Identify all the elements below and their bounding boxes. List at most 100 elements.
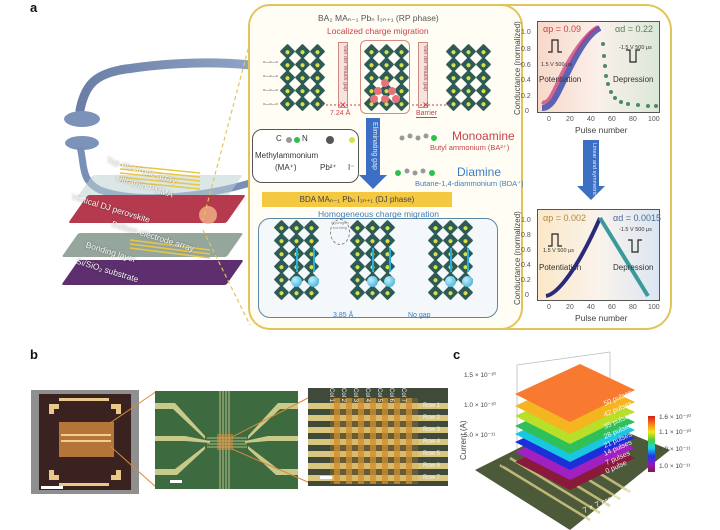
col-label: Col 7 [400, 388, 406, 403]
colorbar [648, 416, 655, 472]
rp-pot-pulse: 1.5 V 500 μs [541, 62, 572, 68]
y-tick: 0.4 [521, 77, 531, 84]
col-label: Col 1 [328, 388, 334, 403]
legend-n-label: N [302, 134, 308, 143]
row-label: Row 2 [423, 415, 441, 421]
vdw-gap-label-right: Van der Waals gap [422, 45, 428, 92]
microscope-image-electrodes [155, 391, 298, 489]
row-label: Row 6 [423, 463, 441, 469]
surface-plot-3d [475, 351, 670, 530]
butylammonium-molecule-icon [399, 133, 437, 141]
linear-symmetric-arrow [583, 140, 599, 188]
dj-phase-title: BDA MAₙ₋₁ Pbₙ I₃ₙ₊₁ (DJ phase) [262, 192, 452, 207]
dj-x-axis-label: Pulse number [575, 313, 628, 323]
vacancy-cluster-icon [370, 79, 400, 103]
device-stack-illustration: Top electrode array Ultrathin PMMA Verti… [30, 15, 255, 315]
x-tick: 80 [629, 116, 637, 123]
dj-alpha-p: αp = 0.002 [543, 213, 586, 223]
migration-arrow [389, 248, 391, 272]
row-label: Row 1 [423, 403, 441, 409]
rp-phase-subtitle: Localized charge migration [327, 26, 429, 36]
x-tick: 60 [608, 116, 616, 123]
localized-migration-highlight [360, 40, 410, 114]
dj-potentiation-label: Potentiation [539, 263, 582, 272]
y-tick: 0.2 [521, 277, 531, 284]
crossbar-grid-icon [308, 388, 448, 486]
rp-alpha-d: αd = 0.22 [615, 24, 653, 34]
iodide-ion-icon [349, 137, 355, 143]
y-tick: 0.8 [521, 46, 531, 53]
col-label: Col 2 [340, 388, 346, 403]
migrating-ion-icon [445, 276, 456, 287]
vdw-gap-label-left: Van der Waals gap [342, 45, 348, 92]
svg-text:✕: ✕ [422, 100, 430, 110]
migration-arrow [450, 248, 452, 272]
y-tick: 0 [525, 108, 529, 115]
diamine-title: Diamine [457, 165, 502, 179]
blocked-migration-arrows: ✕ ✕ [322, 100, 452, 110]
panel-c-label: c [453, 347, 461, 362]
row-label: Row 7 [423, 475, 441, 481]
z-tick: 1.0 × 10⁻¹⁰ [464, 402, 496, 409]
organic-chain: ∘–∘–∘ [262, 73, 279, 80]
colorbar-tick: 1.0 × 10⁻¹¹ [659, 463, 691, 470]
dj-pot-pulse: 1.5 V 500 μs [543, 248, 574, 254]
dj-distance: 3.85 Å [333, 312, 354, 319]
col-label: Col 5 [376, 388, 382, 403]
no-gap-label: No gap [408, 312, 431, 319]
dj-data-series [545, 216, 650, 298]
carbon-atom-icon [286, 137, 292, 143]
y-tick: 0.6 [521, 62, 531, 69]
lead-ion-icon [326, 136, 334, 144]
x-tick: 20 [566, 304, 574, 311]
row-label: Row 3 [423, 427, 441, 433]
legend-c-label: C [276, 134, 282, 143]
dj-alpha-d: αd = 0.0015 [613, 213, 661, 223]
z-tick: 0 [501, 461, 505, 468]
chart-plot-area [537, 209, 660, 301]
organic-chain: ∘–∘–∘ [262, 87, 279, 94]
x-tick: 100 [648, 116, 660, 123]
x-tick: 60 [608, 304, 616, 311]
migrating-ion-icon [367, 276, 378, 287]
legend-ma-label: Methylammonium [255, 151, 319, 160]
rp-potentiation-label: Potentiation [539, 75, 582, 84]
eliminating-gap-label: Eliminating gap [371, 122, 378, 170]
rp-x-axis-label: Pulse number [575, 125, 628, 135]
organic-chain: ∘–∘–∘ [262, 59, 279, 66]
rp-distance: 7.24 Å [330, 110, 351, 117]
migrating-ion-icon [384, 276, 395, 287]
migration-arrow [467, 248, 469, 272]
x-tick: 100 [648, 304, 660, 311]
col-label: Col 4 [364, 388, 370, 403]
rp-dep-pulse: -1.5 V 500 μs [619, 45, 652, 51]
vdw-gap-right [418, 42, 428, 108]
x-tick: 0 [547, 304, 551, 311]
z-tick: 1.5 × 10⁻¹⁰ [464, 372, 496, 379]
diamine-subtitle: Butane-1,4-diammonium (BDA⁺) [415, 179, 524, 188]
dj-depression-label: Depression [613, 263, 654, 272]
y-tick: 1.0 [521, 29, 531, 36]
colorbar-tick: 1.6 × 10⁻¹⁰ [659, 414, 691, 421]
scale-bar [320, 476, 332, 479]
dj-conductance-chart: αp = 0.002 αd = 0.0015 1.5 V 500 μs -1.5… [505, 205, 670, 325]
dj-y-axis-label: Conductance (normalized) [513, 211, 522, 305]
panel-a-label: a [30, 0, 38, 15]
hydrogen-bonding-label: Hydrogen bonding [330, 219, 350, 245]
rp-phase-title: BA₂ MAₙ₋₁ Pbₙ I₃ₙ₊₁ (RP phase) [318, 13, 439, 23]
barrier-label: Barrier [416, 110, 438, 118]
rp-alpha-p: αp = 0.09 [543, 24, 581, 34]
legend-pb-label: Pb²⁺ [320, 163, 337, 172]
migrating-ion-icon [462, 276, 473, 287]
row-label: Row 4 [423, 439, 441, 445]
scale-bar [170, 480, 182, 483]
migrating-ion-icon [291, 276, 302, 287]
electrode-fanout-icon [155, 391, 298, 489]
atom-legend [252, 129, 359, 183]
eliminating-gap-arrow [366, 118, 380, 176]
nitrogen-atom-icon [294, 137, 300, 143]
migrating-ion-icon [308, 276, 319, 287]
legend-ma-formula: (MA⁺) [275, 163, 297, 172]
chip-die [39, 394, 131, 490]
scale-bar [41, 486, 63, 489]
